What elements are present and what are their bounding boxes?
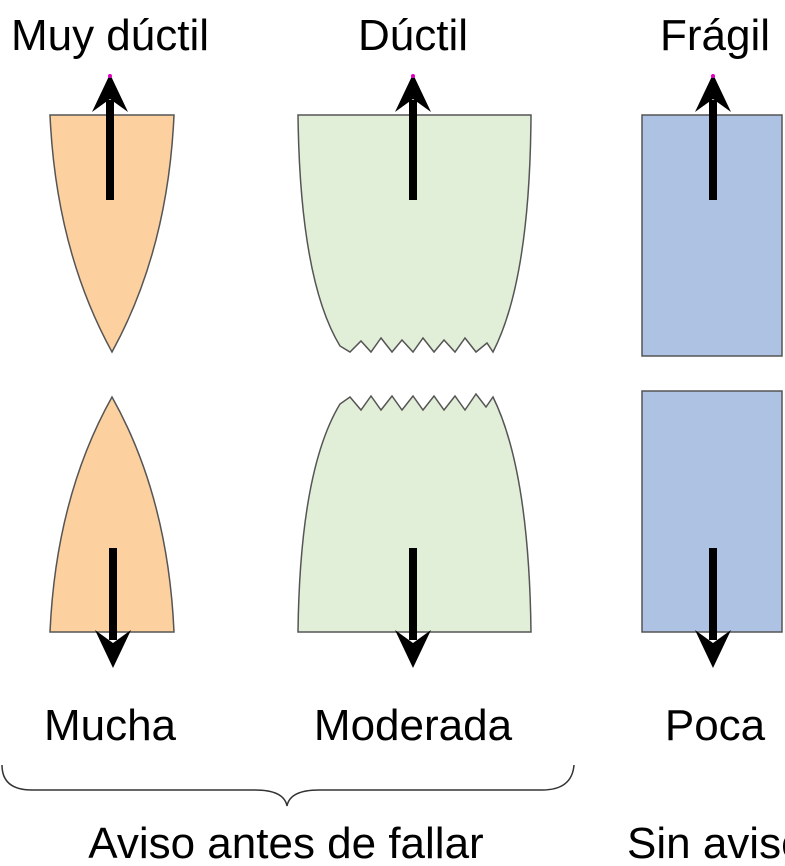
title-very-ductile: Muy dúctil bbox=[11, 11, 209, 60]
deformation-brittle: Poca bbox=[665, 701, 766, 750]
group-label-no-warning: Sin aviso bbox=[627, 819, 785, 866]
group-brace bbox=[1, 764, 575, 807]
deformation-ductile: Moderada bbox=[314, 701, 513, 750]
load-arrow-down-very-ductile bbox=[95, 548, 131, 668]
load-arrow-up-ductile bbox=[395, 74, 431, 200]
load-arrow-up-very-ductile bbox=[92, 74, 128, 200]
load-arrow-up-brittle bbox=[695, 74, 731, 200]
ductile-upper-piece bbox=[297, 114, 532, 354]
group-label-warning: Aviso antes de fallar bbox=[88, 819, 483, 866]
title-brittle: Frágil bbox=[660, 11, 770, 60]
deformation-very-ductile: Mucha bbox=[44, 701, 177, 750]
title-ductile: Dúctil bbox=[358, 11, 468, 60]
ductile-lower-piece bbox=[297, 392, 532, 633]
very-ductile-upper-piece bbox=[49, 114, 175, 354]
load-arrow-down-ductile bbox=[395, 548, 431, 668]
very-ductile-lower-piece bbox=[49, 395, 175, 633]
brittle-upper-piece bbox=[641, 114, 783, 357]
load-arrow-down-brittle bbox=[695, 548, 731, 668]
